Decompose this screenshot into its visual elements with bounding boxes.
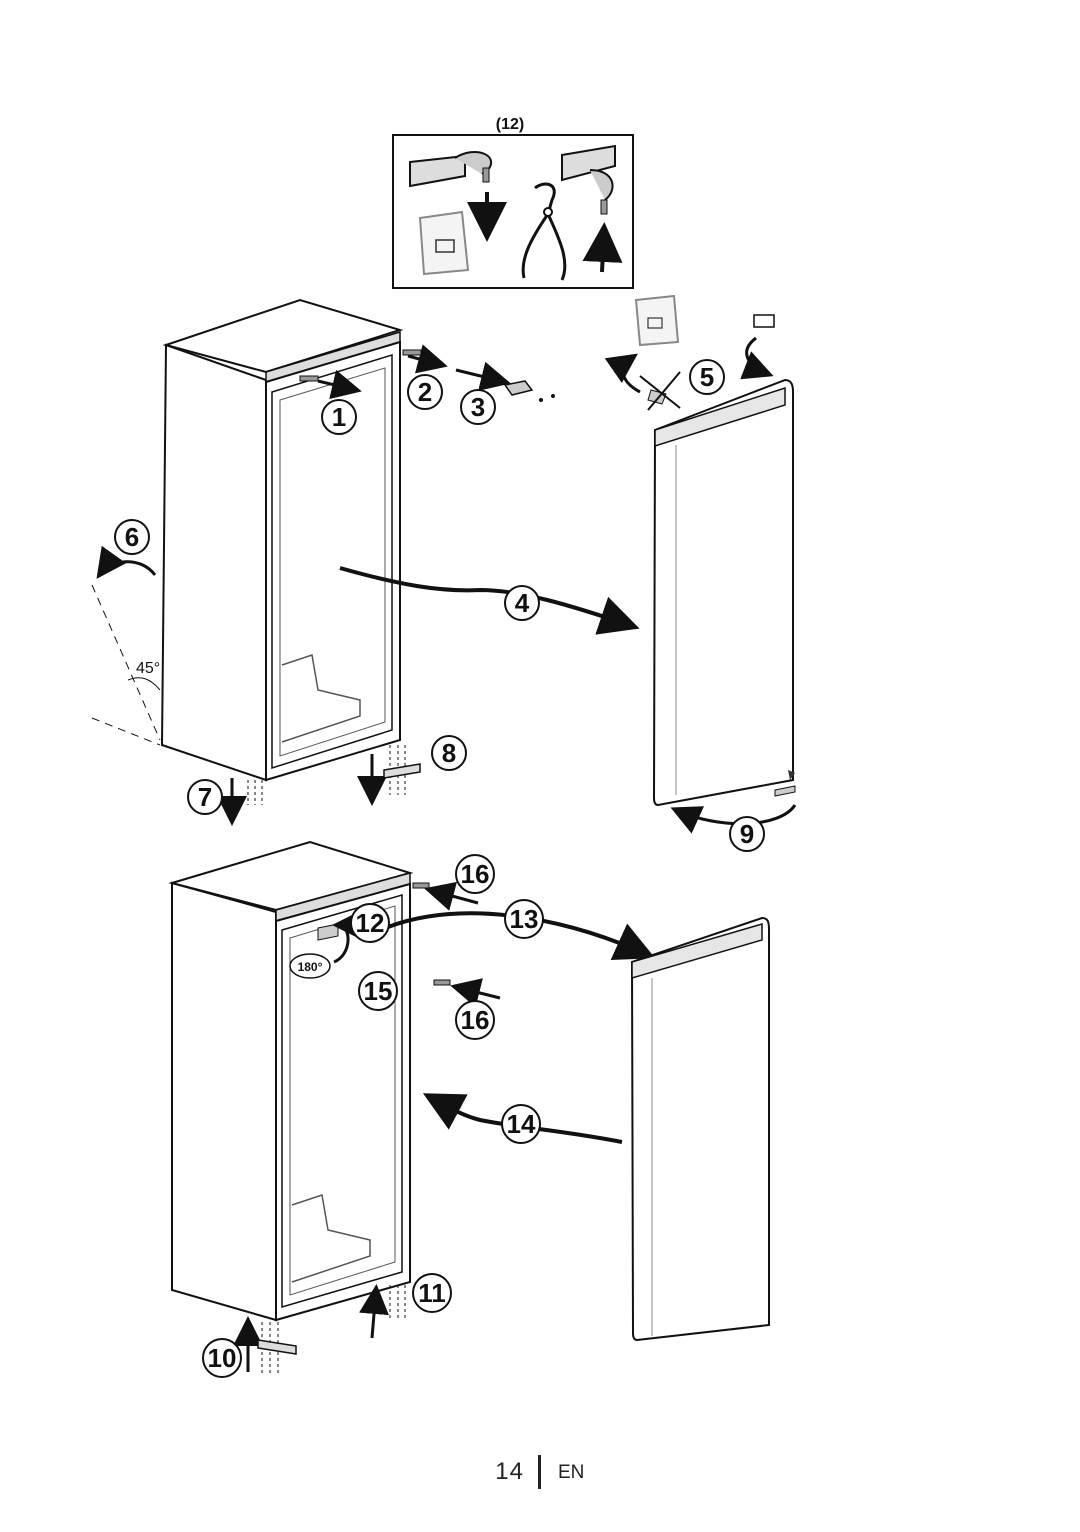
tool-inset: (12) bbox=[392, 116, 634, 289]
step-8: 8 bbox=[442, 738, 456, 768]
tilt-angle-label: 45° bbox=[136, 660, 160, 677]
pliers-icon bbox=[521, 182, 567, 281]
footer-separator bbox=[538, 1455, 541, 1489]
step-9: 9 bbox=[740, 819, 754, 849]
step-14: 14 bbox=[507, 1109, 536, 1139]
rotation-label: 180° bbox=[298, 960, 323, 974]
step-5: 5 bbox=[700, 362, 714, 392]
step-1: 1 bbox=[332, 402, 346, 432]
rotation-badge: 180° bbox=[289, 953, 331, 979]
step-7: 7 bbox=[198, 782, 212, 812]
step-markers: 1 2 3 4 5 6 7 8 9 10 11 12 13 14 15 16 1… bbox=[114, 359, 765, 1378]
page-number: 14 bbox=[495, 1458, 524, 1485]
step-16-bottom: 16 bbox=[461, 1005, 490, 1035]
page-footer: 14 EN bbox=[0, 1455, 1080, 1495]
hinge-icon bbox=[409, 151, 492, 188]
door-top-view bbox=[652, 378, 794, 807]
step-4: 4 bbox=[515, 588, 530, 618]
step-10: 10 bbox=[208, 1343, 237, 1373]
screw-bag-icon bbox=[418, 210, 470, 276]
step-3: 3 bbox=[471, 392, 485, 422]
door-bottom-view bbox=[630, 916, 770, 1342]
step-11: 11 bbox=[418, 1278, 446, 1308]
step-6: 6 bbox=[125, 522, 139, 552]
cabinet-top-view bbox=[160, 298, 404, 782]
step-13: 13 bbox=[510, 904, 539, 934]
step-12: 12 bbox=[356, 908, 385, 938]
step-16-top: 16 bbox=[461, 859, 490, 889]
step-15: 15 bbox=[364, 976, 393, 1006]
language-code: EN bbox=[558, 1462, 585, 1483]
hinge-icon bbox=[561, 144, 616, 215]
step-2: 2 bbox=[418, 377, 432, 407]
inset-label: (12) bbox=[496, 116, 524, 133]
screw-bag-icon bbox=[634, 294, 680, 347]
